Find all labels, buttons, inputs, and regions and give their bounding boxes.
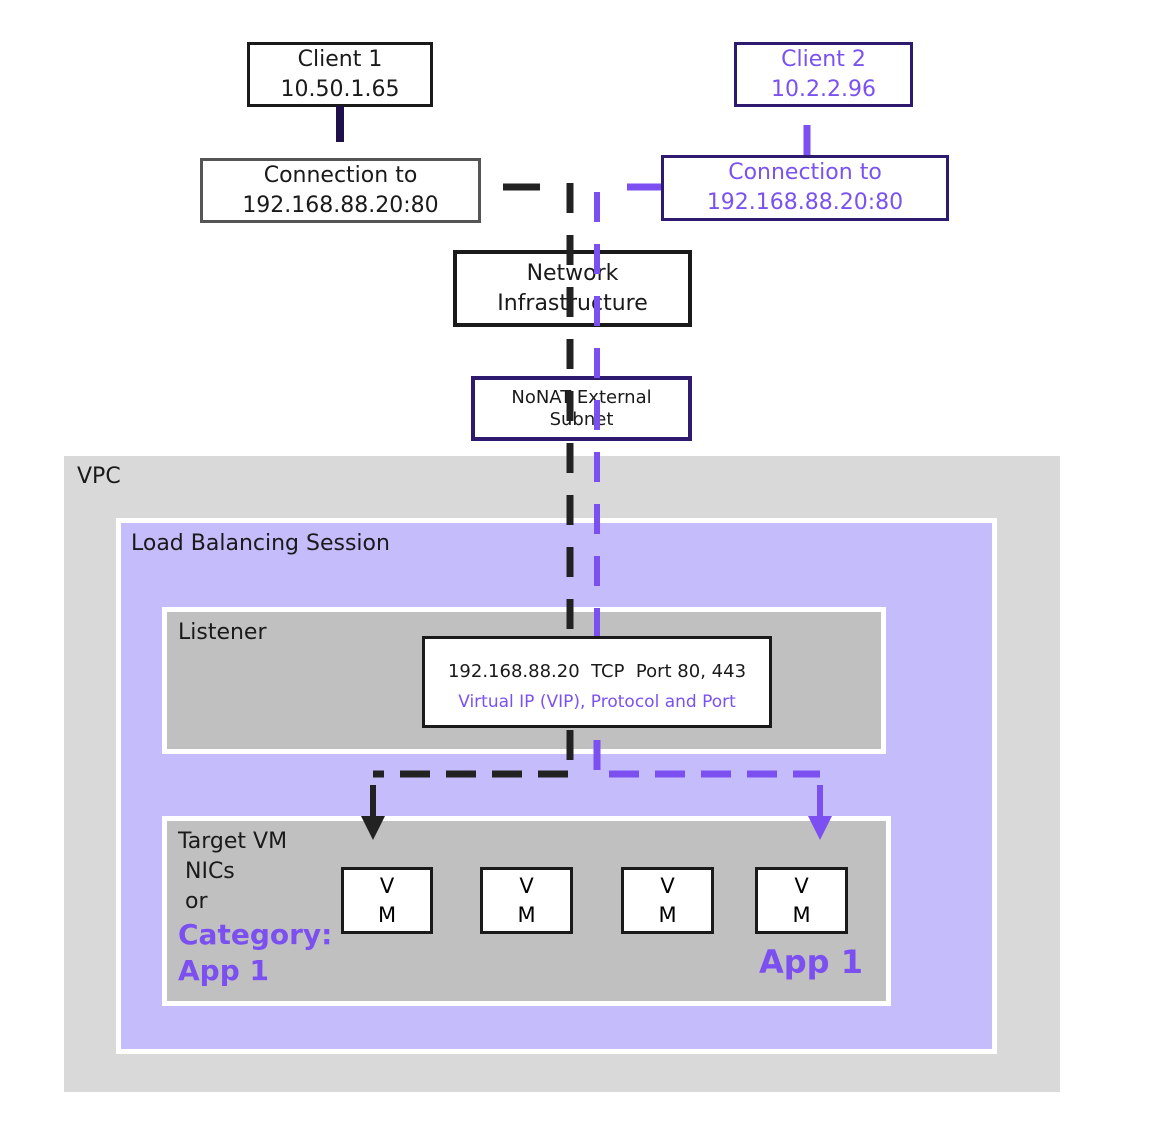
target-line1: Target VM — [178, 829, 288, 854]
listener-label: Listener — [178, 620, 267, 645]
connection2-line1: Connection to — [728, 160, 882, 185]
vm-label-top: V — [379, 873, 395, 898]
client1-ip: 10.50.1.65 — [280, 76, 400, 102]
app-label: App 1 — [759, 943, 863, 981]
client1-path-to-vm — [373, 730, 574, 778]
client2-name: Client 2 — [781, 46, 866, 72]
client2-box: Client 2 10.2.2.96 — [734, 42, 913, 107]
category-label: Category: — [178, 918, 333, 951]
vm-label-top: V — [794, 873, 809, 898]
connection1-line1: Connection to — [263, 162, 418, 188]
vip-caption: Virtual IP (VIP), Protocol and Port — [458, 691, 736, 712]
target-line3: or — [185, 889, 208, 914]
vm-label-bottom: M — [377, 902, 397, 927]
nonat-line1: NoNAT External — [511, 386, 652, 408]
nonat-subnet-box: NoNAT External Subnet — [471, 376, 692, 441]
target-line2: NICs — [185, 859, 235, 884]
vip-box: 192.168.88.20 TCP Port 80, 443 Virtual I… — [422, 636, 772, 728]
connection2-line2: 192.168.88.20:80 — [706, 190, 904, 215]
category-value: App 1 — [178, 954, 269, 987]
vpc-label: VPC — [77, 464, 121, 489]
lb-session-label: Load Balancing Session — [131, 531, 390, 556]
vm-label-top: V — [519, 873, 534, 898]
client2-path-to-vm — [593, 740, 820, 778]
vm-label-bottom: M — [658, 902, 677, 927]
client1-name: Client 1 — [297, 46, 383, 72]
vm-label-bottom: M — [517, 902, 536, 927]
vip-details: 192.168.88.20 TCP Port 80, 443 — [447, 660, 747, 682]
connection2-box: Connection to 192.168.88.20:80 — [661, 155, 949, 221]
client1-box: Client 1 10.50.1.65 — [247, 42, 433, 107]
vm-label-bottom: M — [792, 902, 811, 927]
vm-label-top: V — [660, 873, 675, 898]
connection1-box: Connection to 192.168.88.20:80 — [200, 158, 481, 223]
target-label: Target VM NICs or Category: App 1 — [178, 827, 332, 989]
connection1-line2: 192.168.88.20:80 — [242, 192, 439, 218]
client2-ip: 10.2.2.96 — [771, 76, 876, 102]
client2-arrow-head — [808, 816, 832, 840]
client1-arrow-head — [361, 816, 385, 840]
